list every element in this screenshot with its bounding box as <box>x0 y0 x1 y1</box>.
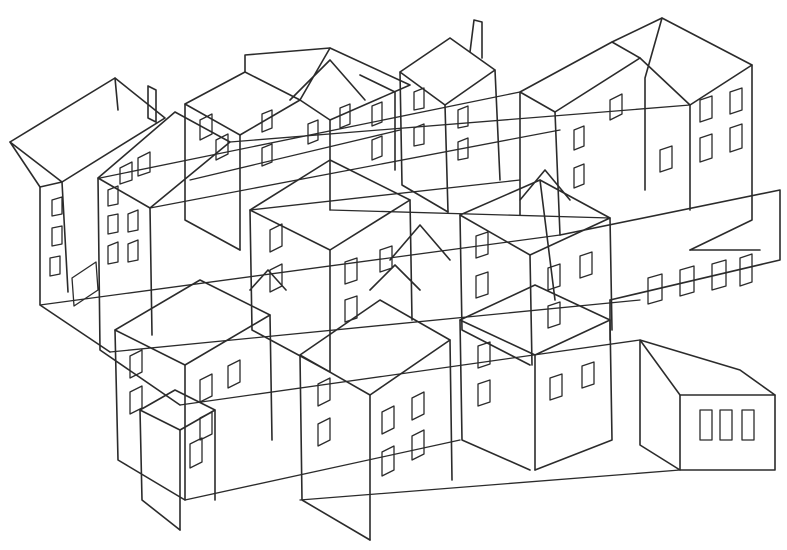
house-lower-middle-right <box>459 284 613 471</box>
house-left-tall <box>9 77 166 353</box>
house-front-box <box>139 389 216 531</box>
house-center-top <box>184 47 411 251</box>
house-lower-left <box>114 279 273 501</box>
roof-peaks <box>249 59 571 291</box>
connector-lines <box>39 91 691 501</box>
house-bottom-right <box>639 339 776 471</box>
house-right-block <box>559 189 781 341</box>
house-middle-right <box>459 179 613 366</box>
house-upper-right <box>519 17 753 251</box>
house-lower-center <box>299 299 453 541</box>
house-upper-middle <box>399 19 501 213</box>
